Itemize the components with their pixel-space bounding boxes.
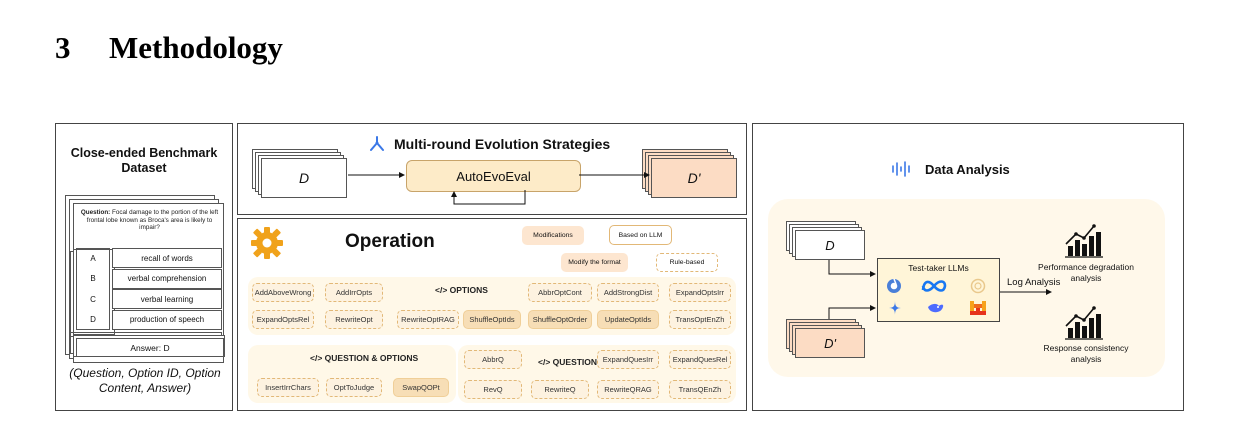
bar-chart-icon xyxy=(1065,224,1103,258)
dataset-caption: (Question, Option ID, Option Content, An… xyxy=(69,366,221,395)
option-id: C xyxy=(90,294,96,304)
evolution-arrows xyxy=(348,172,650,205)
op-tag-rewrite-opt-rag: RewriteOptRAG xyxy=(397,310,459,329)
evolution-input-stack: D xyxy=(252,149,348,198)
legend-modify-format: Modify the format xyxy=(561,253,628,272)
legend-modifications: Modifications xyxy=(522,226,584,245)
result-performance: Performance degradation analysis xyxy=(1038,262,1134,283)
swirl-logo-icon xyxy=(887,278,901,293)
operation-panel: Operation Modifications Based on LLM Mod… xyxy=(237,218,747,411)
op-tag-insert-irr-chars: InsertIrrChars xyxy=(257,378,319,397)
op-tag-add-irr-opts: AddIrrOpts xyxy=(325,283,383,302)
option-id-column xyxy=(76,248,110,330)
op-tag-trans-opt-en-zh: TransOptEnZh xyxy=(669,310,731,329)
op-tag-swap-q-opt: SwapQOPt xyxy=(393,378,449,397)
analysis-header: Data Analysis xyxy=(891,161,1010,177)
option-id: A xyxy=(90,253,96,263)
op-tag-update-opt-ids: UpdateOptIds xyxy=(597,310,659,329)
op-tag-expand-ques-irr: ExpandQuesIrr xyxy=(597,350,659,369)
legend-based-on-llm: Based on LLM xyxy=(609,225,672,245)
mistral-logo-icon xyxy=(970,301,986,315)
question-group-label: </> QUESTION xyxy=(538,357,598,367)
evolution-input-label: D xyxy=(261,158,347,198)
analysis-input-d-label: D xyxy=(795,230,865,260)
evolution-title: Multi-round Evolution Strategies xyxy=(394,136,611,152)
op-tag-rev-q: RevQ xyxy=(464,380,522,399)
op-tag-rewrite-q-rag: RewriteQRAG xyxy=(597,380,659,399)
llm-box-title: Test-taker LLMs xyxy=(908,263,969,273)
section-heading: 3 Methodology xyxy=(55,30,283,66)
result-consistency: Response consistency analysis xyxy=(1043,343,1129,364)
analysis-title: Data Analysis xyxy=(925,161,1010,177)
op-tag-expand-opts-irr: ExpandOptsIrr xyxy=(669,283,731,302)
analysis-panel: Data Analysis D D' Test-taker LLMs xyxy=(752,123,1184,411)
log-analysis-label: Log Analysis xyxy=(1007,277,1061,288)
option-content: verbal comprehension xyxy=(112,268,222,289)
operation-title: Operation xyxy=(345,231,435,252)
options-group-label: </> OPTIONS xyxy=(435,285,488,295)
gear-icon xyxy=(251,227,283,259)
option-content: production of speech xyxy=(112,309,222,330)
op-tag-shuffle-opt-ids: ShuffleOptIds xyxy=(463,310,521,329)
answer-box: Answer: D xyxy=(76,338,224,357)
op-tag-rewrite-q: RewriteQ xyxy=(531,380,589,399)
evolution-panel: Multi-round Evolution Strategies D AutoE… xyxy=(237,123,747,215)
hierarchy-icon xyxy=(370,136,384,151)
op-tag-abbr-opt-cont: AbbrOptCont xyxy=(528,283,592,302)
option-id: B xyxy=(90,274,96,283)
llm-box: Test-taker LLMs xyxy=(877,258,1000,322)
op-tag-abbr-q: AbbrQ xyxy=(464,350,522,369)
op-tag-opt-to-judge: OptToJudge xyxy=(326,378,382,397)
gemini-star-icon xyxy=(888,300,902,316)
evolution-output-label: D' xyxy=(651,158,737,198)
bar-chart-icon-2 xyxy=(1065,306,1103,340)
section-number: 3 xyxy=(55,30,71,65)
analysis-input-d-stack: D xyxy=(786,221,866,261)
analysis-input-dprime-label: D' xyxy=(795,328,865,358)
evolution-header: Multi-round Evolution Strategies xyxy=(368,134,610,154)
question-options-group-label: </> QUESTION & OPTIONS xyxy=(310,353,419,363)
whale-logo-icon xyxy=(928,303,944,313)
analysis-arrows xyxy=(828,260,1052,319)
audio-wave-icon xyxy=(892,161,910,177)
analysis-input-dprime-stack: D' xyxy=(786,319,866,359)
question-text: Question: Focal damage to the portion of… xyxy=(80,209,219,231)
autoevoeval-box: AutoEvoEval xyxy=(406,160,581,192)
op-tag-add-strong-dist: AddStrongDist xyxy=(597,283,659,302)
op-tag-rewrite-opt: RewriteOpt xyxy=(325,310,383,329)
option-content: recall of words xyxy=(112,248,222,268)
op-tag-shuffle-opt-order: ShuffleOptOrder xyxy=(528,310,592,329)
evolution-output-stack: D' xyxy=(642,149,738,198)
op-tag-expand-ques-rel: ExpandQuesRel xyxy=(669,350,731,369)
op-tag-expand-opts-rel: ExpandOptsRel xyxy=(252,310,314,329)
option-table xyxy=(70,248,222,337)
section-title: Methodology xyxy=(109,30,283,65)
dataset-title: Close-ended Benchmark Dataset xyxy=(70,146,218,175)
meta-logo-icon xyxy=(921,280,947,292)
legend-rule-based: Rule-based xyxy=(656,253,718,272)
openai-logo-icon xyxy=(970,278,986,294)
option-id: D xyxy=(90,315,96,324)
op-tag-trans-q-en-zh: TransQEnZh xyxy=(669,380,731,399)
dataset-panel: Close-ended Benchmark Dataset Question: … xyxy=(55,123,233,411)
op-tag-add-above-wrong: AddAboveWrong xyxy=(252,283,314,302)
option-content: verbal learning xyxy=(112,289,222,309)
